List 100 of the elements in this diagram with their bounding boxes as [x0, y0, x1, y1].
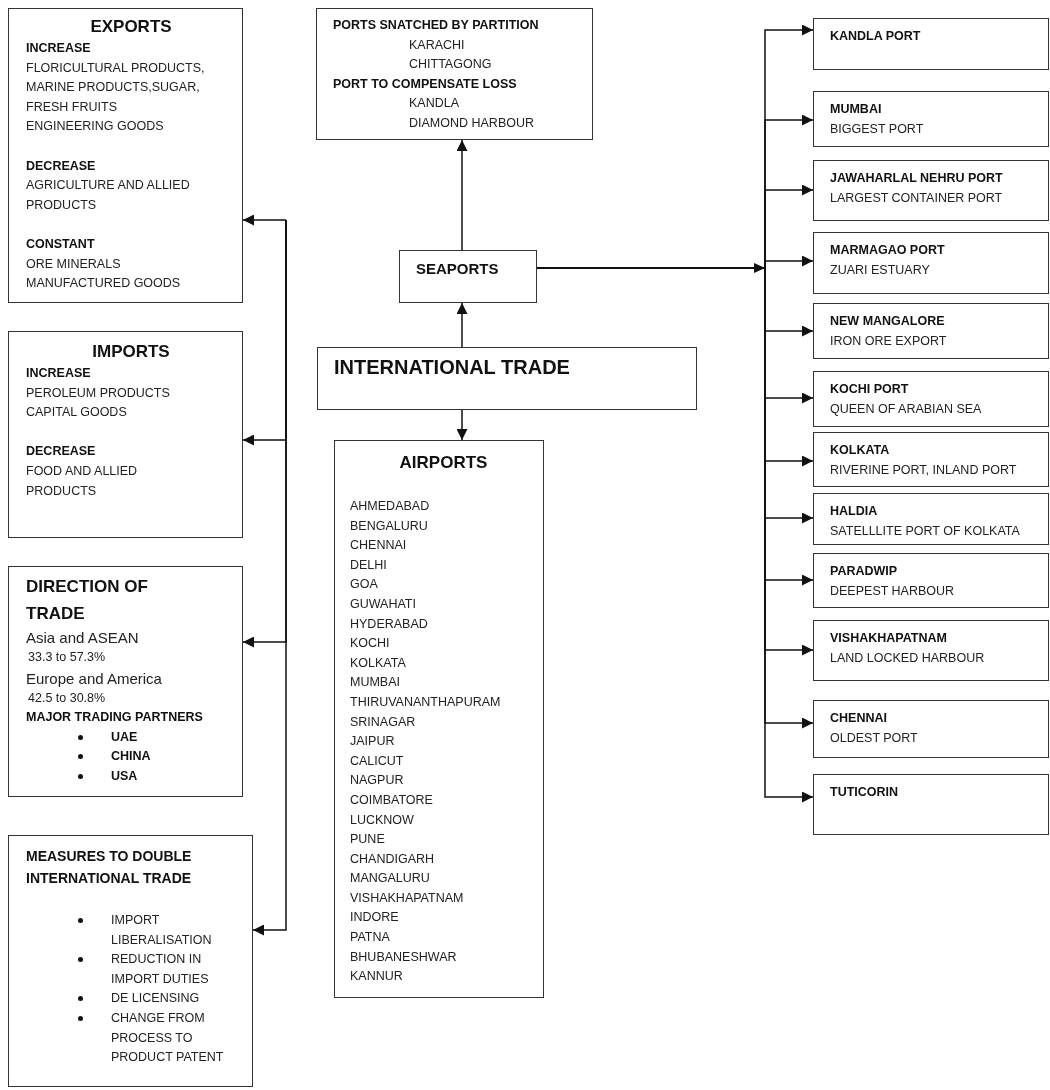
item-text: DIAMOND HARBOUR	[409, 114, 534, 132]
category-label: NEW MANGALORE	[830, 313, 945, 330]
item-text: KARACHI	[409, 36, 465, 54]
list-item: SRINAGAR	[350, 713, 416, 731]
root-topic-box	[317, 347, 697, 410]
category-label: PORTS SNATCHED BY PARTITION	[333, 17, 539, 34]
item-text: Asia and ASEAN	[26, 628, 139, 648]
node-heading: SEAPORTS	[416, 259, 499, 279]
bullet-item: IMPORT LIBERALISATION	[111, 912, 213, 949]
topic-box	[813, 493, 1049, 545]
category-label: INCREASE	[26, 40, 91, 57]
box-heading: MEASURES TO DOUBLE INTERNATIONAL TRADE	[26, 847, 193, 888]
category-label: MARMAGAO PORT	[830, 242, 945, 259]
bullet-item: DE LICENSING	[111, 990, 200, 1008]
list-item: KANNUR	[350, 968, 403, 986]
topic-box	[813, 18, 1049, 70]
item-text: Europe and America	[26, 668, 162, 689]
topic-box	[813, 160, 1049, 221]
item-text: KANDLA	[409, 95, 460, 113]
category-label: PARADWIP	[830, 563, 898, 580]
topic-box	[813, 371, 1049, 427]
item-text: CHITTAGONG	[409, 56, 492, 74]
bullet-item: UAE	[111, 728, 138, 746]
topic-box	[8, 331, 243, 538]
topic-box	[813, 303, 1049, 359]
category-label: CONSTANT	[26, 235, 95, 253]
list-item: NAGPUR	[350, 772, 404, 790]
list-item: MUMBAI	[350, 674, 400, 692]
list-item: KOLKATA	[350, 654, 406, 672]
item-text: AGRICULTURE AND ALLIED PRODUCTS	[26, 177, 191, 214]
list-item: KOCHI	[350, 635, 390, 653]
list-item: GOA	[350, 576, 378, 594]
item-text: RIVERINE PORT, INLAND PORT	[830, 461, 1017, 479]
category-label: DECREASE	[26, 157, 96, 175]
connector-arrow	[456, 139, 468, 251]
list-item: PUNE	[350, 831, 385, 849]
topic-box	[8, 835, 253, 1087]
topic-box	[813, 553, 1049, 608]
list-item: AHMEDABAD	[350, 498, 430, 515]
box-heading: EXPORTS	[90, 16, 172, 38]
item-text: ZUARI ESTUARY	[830, 261, 930, 279]
category-label: INCREASE	[26, 365, 91, 382]
topic-box	[8, 566, 243, 797]
item-text: BIGGEST PORT	[830, 120, 924, 138]
list-item: BHUBANESHWAR	[350, 948, 457, 966]
box-heading: IMPORTS	[92, 341, 170, 363]
bullet-item: REDUCTION IN IMPORT DUTIES	[111, 951, 210, 988]
item-text: QUEEN OF ARABIAN SEA	[830, 400, 982, 418]
list-item: PATNA	[350, 929, 390, 947]
topic-box	[813, 432, 1049, 487]
diagram-title-text: INTERNATIONAL TRADE	[334, 355, 570, 380]
category-label: JAWAHARLAL NEHRU PORT	[830, 170, 1003, 187]
list-item: LUCKNOW	[350, 811, 414, 829]
item-text: ORE MINERALS	[26, 255, 121, 273]
item-text: LARGEST CONTAINER PORT	[830, 189, 1003, 207]
category-label: KOCHI PORT	[830, 381, 909, 398]
topic-box	[8, 8, 243, 303]
box-heading: AIRPORTS	[399, 452, 488, 474]
list-item: BENGALURU	[350, 517, 428, 535]
item-text: 42.5 to 30.8%	[28, 689, 106, 707]
category-label: HALDIA	[830, 503, 878, 520]
topic-box	[813, 774, 1049, 835]
list-item: CHANDIGARH	[350, 850, 435, 868]
item-text: ENGINEERING GOODS	[26, 118, 164, 136]
topic-box	[334, 440, 544, 998]
item-text: FLORICULTURAL PRODUCTS, MARINE PRODUCTS,SUGAR, FRESH FRUITS	[26, 59, 206, 116]
list-item: DELHI	[350, 556, 387, 574]
connector-arrow	[456, 302, 468, 348]
item-text: CAPITAL GOODS	[26, 404, 127, 422]
topic-box	[813, 91, 1049, 147]
item-text: SATELLLITE PORT OF KOLKATA	[830, 522, 1020, 540]
item-text: IRON ORE EXPORT	[830, 332, 947, 350]
list-item: THIRUVANANTHAPURAM	[350, 693, 501, 711]
list-item: VISHAKHAPATNAM	[350, 889, 464, 907]
item-text: LAND LOCKED HARBOUR	[830, 649, 985, 667]
topic-box	[813, 232, 1049, 294]
list-item: MANGALURU	[350, 870, 430, 888]
category-label: VISHAKHAPATNAM	[830, 630, 947, 647]
list-item: JAIPUR	[350, 733, 395, 751]
category-label: DECREASE	[26, 443, 96, 461]
category-label: PORT TO COMPENSATE LOSS	[333, 75, 517, 93]
connector-arrow	[242, 214, 287, 226]
category-label: MAJOR TRADING PARTNERS	[26, 709, 203, 727]
list-item: CHENNAI	[350, 537, 407, 555]
category-label: KANDLA PORT	[830, 28, 921, 45]
item-text: 33.3 to 57.3%	[28, 649, 106, 666]
topic-box	[813, 620, 1049, 681]
category-label: MUMBAI	[830, 101, 882, 118]
bullet-item: CHANGE FROM PROCESS TO PRODUCT PATENT	[111, 1009, 225, 1067]
item-text: MANUFACTURED GOODS	[26, 275, 181, 293]
list-item: GUWAHATI	[350, 595, 416, 613]
connector-arrow	[456, 409, 468, 441]
bullet-item: CHINA	[111, 748, 151, 766]
connector-arrow	[252, 219, 287, 936]
box-heading: DIRECTION OF TRADE	[26, 576, 149, 625]
list-item: INDORE	[350, 909, 399, 927]
item-text: FOOD AND ALLIED PRODUCTS	[26, 462, 139, 500]
topic-box	[399, 250, 537, 303]
list-item: CALICUT	[350, 752, 404, 770]
category-label: CHENNAI	[830, 710, 887, 727]
